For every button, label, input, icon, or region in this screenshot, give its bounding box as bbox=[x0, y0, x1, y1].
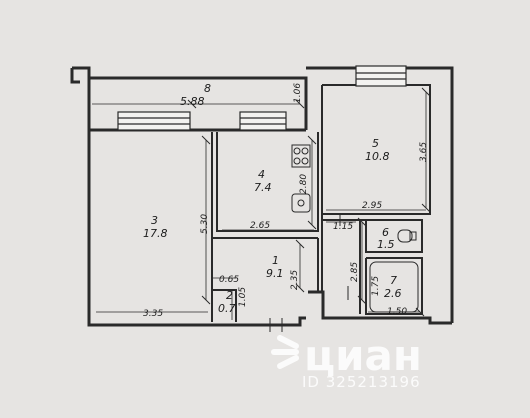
stove-icon bbox=[291, 144, 311, 168]
room-5-number: 5 bbox=[372, 137, 379, 150]
room-3-number: 3 bbox=[151, 214, 158, 227]
room-4-area: 7.4 bbox=[254, 181, 272, 194]
room-labels: 8 5.88 3 17.8 4 7.4 5 10.8 1 9.1 2 0.7 6… bbox=[143, 82, 402, 315]
dimension-lines bbox=[92, 92, 427, 320]
dim-room3-length: 5.30 bbox=[200, 214, 210, 234]
dim-room5-width: 2.95 bbox=[362, 201, 382, 211]
room-5-area: 10.8 bbox=[365, 150, 390, 163]
dim-bath-width: 1.50 bbox=[387, 307, 407, 317]
room-7-number: 7 bbox=[390, 274, 397, 287]
windows bbox=[117, 65, 407, 131]
dimension-labels: 1.06 3.35 5.30 2.65 2.80 2.95 3.65 2.35 … bbox=[143, 83, 429, 319]
room-6-area: 1.5 bbox=[377, 238, 395, 251]
dim-room4-width: 2.65 bbox=[250, 221, 270, 231]
room-1-number: 1 bbox=[272, 254, 279, 267]
kitchen-sink-icon bbox=[291, 193, 311, 213]
dim-room4-length: 2.80 bbox=[299, 174, 309, 194]
dimension-ticks bbox=[187, 87, 431, 317]
room-2-area: 0.7 bbox=[218, 302, 236, 315]
interior-walls bbox=[211, 84, 431, 322]
toilet-icon bbox=[397, 229, 417, 243]
dim-bath-depth: 2.85 bbox=[350, 262, 360, 282]
cian-watermark: циан ID 325213196 bbox=[271, 331, 422, 391]
dim-closet-width: 0.65 bbox=[219, 275, 239, 285]
room-8-area: 5.88 bbox=[180, 95, 205, 108]
dim-room3-width: 3.35 bbox=[143, 309, 163, 319]
door-markers bbox=[269, 214, 349, 332]
dim-balcony-depth: 1.06 bbox=[293, 83, 303, 103]
cian-logo-icon bbox=[271, 335, 299, 369]
dim-bath-height: 1.75 bbox=[371, 276, 381, 296]
dim-closet-length: 1.05 bbox=[238, 287, 248, 307]
watermark-brand: циан bbox=[304, 331, 422, 380]
dim-hall-length: 2.35 bbox=[290, 270, 300, 290]
dim-room5-length: 3.65 bbox=[419, 142, 429, 162]
room-1-area: 9.1 bbox=[266, 267, 284, 280]
room-6-number: 6 bbox=[382, 226, 389, 239]
dim-corridor-width: 1.15 bbox=[333, 222, 353, 232]
room-8-number: 8 bbox=[204, 82, 211, 95]
room-7-area: 2.6 bbox=[384, 287, 402, 300]
room-3-area: 17.8 bbox=[143, 227, 168, 240]
room-4-number: 4 bbox=[258, 168, 265, 181]
room-2-number: 2 bbox=[226, 289, 233, 302]
watermark-id: ID 325213196 bbox=[302, 373, 421, 391]
